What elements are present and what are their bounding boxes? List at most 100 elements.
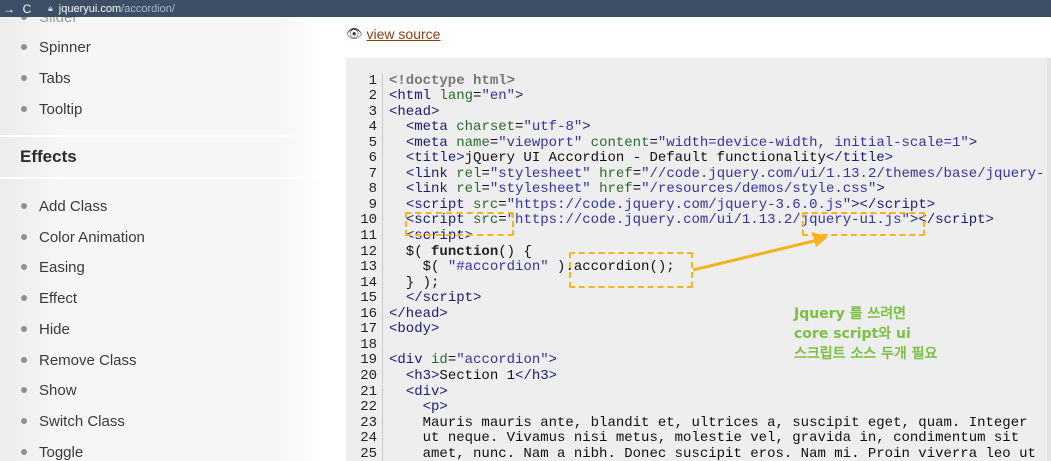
- code-text: amet, nunc. Nam a nibh. Donec suscipit e…: [422, 445, 1036, 461]
- gutter-divider: [382, 151, 383, 167]
- sidebar-item-tabs[interactable]: Tabs: [0, 63, 300, 93]
- gutter-divider: [382, 291, 383, 307]
- sidebar-item-switch-class[interactable]: Switch Class: [0, 406, 300, 436]
- code-text: $( "#accordion" ).accordion();: [389, 259, 675, 276]
- code-line: 4 <meta charset="utf-8">: [346, 119, 591, 136]
- code-text: <script src="https://code.jquery.com/jqu…: [405, 196, 936, 213]
- line-number: 15: [360, 290, 377, 307]
- code-text: <script>: [405, 228, 474, 244]
- bullet-icon: [21, 75, 27, 81]
- bullet-icon: [21, 203, 27, 209]
- line-number: 21: [360, 383, 377, 400]
- code-line: 7 <link rel="stylesheet" href="//code.jq…: [346, 165, 1045, 183]
- gutter-divider: [382, 104, 383, 121]
- code-text: <p>: [422, 399, 448, 416]
- gutter-divider: [382, 260, 383, 276]
- code-line: 13 $( "#accordion" ).accordion();: [346, 259, 675, 276]
- code-text: } );: [389, 274, 440, 291]
- annotation-note: Jquery 를 쓰려면 core script와 ui 스크립트 소스 두개 …: [794, 304, 937, 364]
- gutter-divider: [382, 73, 383, 89]
- code-line: 22 <p>: [346, 399, 448, 416]
- code-line: 19<div id="accordion">: [346, 353, 557, 369]
- sidebar-item-label: Easing: [39, 258, 85, 276]
- sidebar-item-remove-class[interactable]: Remove Class: [0, 345, 300, 375]
- line-number: 6: [368, 150, 377, 167]
- sidebar-item-tooltip[interactable]: Tooltip: [0, 94, 300, 124]
- code-line: 18: [346, 336, 389, 354]
- bullet-icon: [21, 418, 27, 424]
- bullet-icon: [21, 106, 27, 112]
- line-number: 4: [368, 119, 377, 136]
- line-number: 1: [368, 72, 377, 89]
- sidebar-item-slider[interactable]: Slider: [0, 17, 300, 32]
- bullet-icon: [21, 387, 27, 393]
- lock-icon[interactable]: 🔒︎: [48, 3, 53, 13]
- gutter-divider: [382, 244, 383, 261]
- code-text: <script src="https://code.jquery.com/ui/…: [405, 212, 994, 229]
- line-number: 18: [360, 336, 377, 353]
- scrollbar[interactable]: [1047, 58, 1051, 461]
- line-number: 17: [360, 321, 377, 338]
- gutter-divider: [382, 322, 383, 338]
- code-line: 1<!doctype html>: [346, 72, 515, 89]
- code-text: <link rel="stylesheet" href="//code.jque…: [405, 165, 1045, 182]
- bullet-icon: [21, 357, 27, 363]
- url-path: /accordion/: [121, 2, 175, 15]
- code-text: <h3>Section 1</h3>: [405, 367, 558, 384]
- bullet-icon: [21, 234, 27, 240]
- code-line: 9 <script src="https://code.jquery.com/j…: [346, 196, 936, 214]
- sidebar-item-label: Switch Class: [39, 412, 125, 430]
- sidebar-item-spinner[interactable]: Spinner: [0, 32, 300, 62]
- code-text: <body>: [389, 321, 440, 338]
- sidebar-item-label: Hide: [39, 320, 70, 338]
- sidebar-item-label: Slider: [39, 17, 78, 26]
- line-number: 20: [360, 367, 377, 384]
- gutter-divider: [382, 197, 383, 214]
- address-bar[interactable]: jqueryui.com/accordion/: [59, 3, 175, 15]
- code-line: 8 <link rel="stylesheet" href="/resource…: [346, 182, 885, 198]
- sidebar-item-add-class[interactable]: Add Class: [0, 191, 300, 221]
- url-host: jqueryui.com: [58, 2, 122, 15]
- gutter-divider: [382, 431, 383, 447]
- line-number: 16: [360, 305, 377, 322]
- highlight-script-src: [405, 212, 514, 236]
- reload-icon[interactable]: C: [22, 1, 32, 16]
- code-line: 3 <head>: [346, 103, 440, 121]
- line-number: 3: [368, 103, 377, 120]
- line-number: 23: [360, 414, 377, 431]
- code-panel: 1<!doctype html>2<html lang="en">3<head>…: [346, 58, 1051, 461]
- code-line: 11 <script>: [346, 228, 474, 245]
- sidebar-item-toggle[interactable]: Toggle: [0, 437, 300, 461]
- sidebar-item-show[interactable]: Show: [0, 375, 300, 405]
- line-number: 5: [368, 134, 377, 151]
- bullet-icon: [21, 326, 27, 332]
- line-number: 10: [360, 212, 377, 229]
- code-text: <div id="accordion">: [389, 352, 558, 369]
- code-line: 16</head>: [346, 305, 448, 323]
- code-text: ut neque. Vivamus nisi metus, molestie v…: [422, 430, 1020, 447]
- divider: [0, 177, 322, 179]
- gutter-divider: [382, 275, 383, 292]
- gutter-divider: [382, 337, 383, 354]
- sidebar-item-label: Color Animation: [39, 228, 145, 246]
- bullet-icon: [21, 295, 27, 301]
- highlight-jquery-ui-js: [802, 212, 925, 236]
- sidebar-item-label: Effect: [39, 289, 78, 307]
- sidebar-item-hide[interactable]: Hide: [0, 314, 300, 344]
- sidebar-item-easing[interactable]: Easing: [0, 252, 300, 282]
- forward-arrow-icon[interactable]: →: [3, 1, 15, 16]
- line-number: 22: [360, 399, 377, 416]
- code-line: 5 <meta name="viewport" content="width=d…: [346, 134, 977, 152]
- sidebar-item-effect[interactable]: Effect: [0, 283, 300, 313]
- line-number: 25: [360, 445, 377, 461]
- bullet-icon: [21, 17, 27, 20]
- code-text: <head>: [389, 103, 440, 120]
- code-text: $( function() {: [389, 243, 532, 260]
- sidebar-item-color-animation[interactable]: Color Animation: [0, 222, 300, 252]
- divider: [0, 135, 322, 137]
- line-number: 7: [368, 165, 377, 182]
- view-source-link[interactable]: 👁︎ view source: [346, 26, 440, 42]
- gutter-divider: [382, 384, 383, 400]
- bullet-icon: [21, 264, 27, 270]
